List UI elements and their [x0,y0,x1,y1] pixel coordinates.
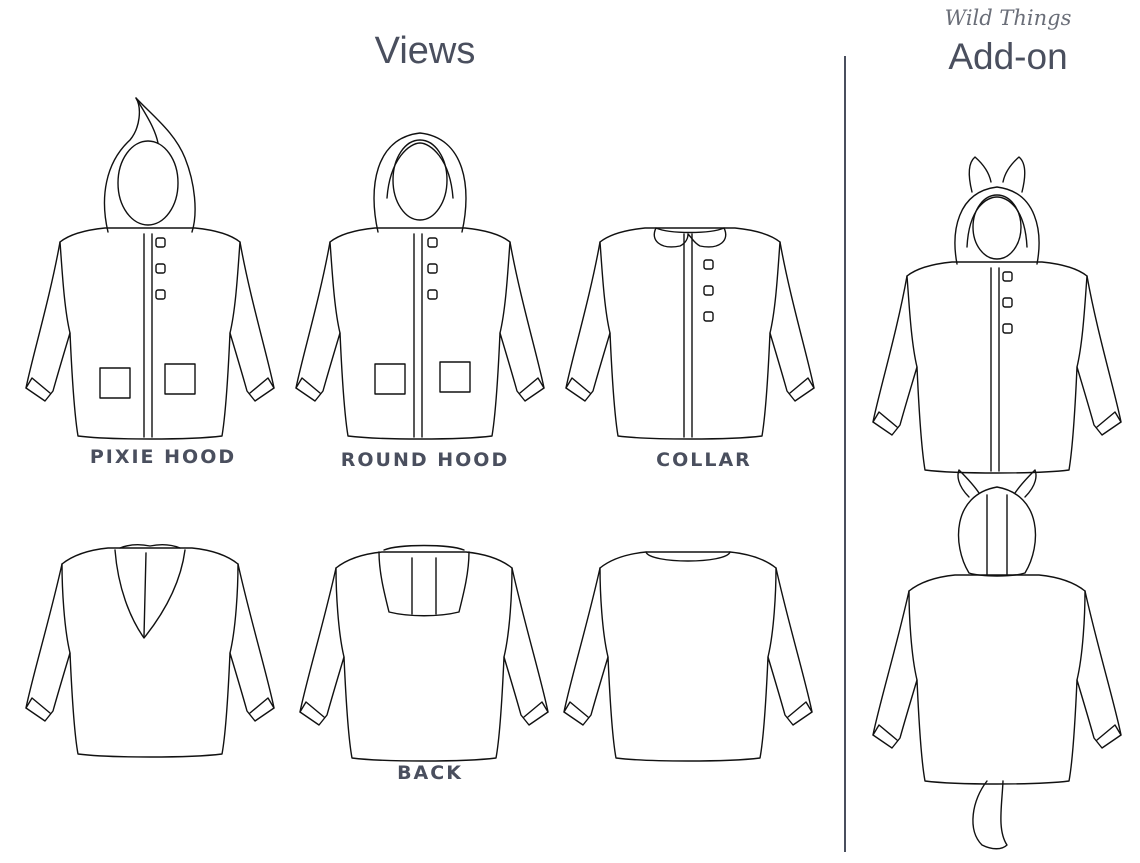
round-hood-front-drawing [295,132,545,440]
label-pixie-hood: PIXIE HOOD [89,446,237,468]
round-hood-back-drawing [299,544,549,762]
section-divider [844,56,846,852]
collar-back-drawing [563,551,813,762]
label-back: BACK [397,762,463,784]
pixie-hood-front-drawing [25,97,275,440]
label-collar: COLLAR [656,449,752,471]
views-title: Views [374,30,476,72]
pixie-hood-back-drawing [25,543,275,758]
label-round-hood: ROUND HOOD [340,449,510,471]
addon-title: Add-on [948,36,1068,77]
collar-front-drawing [565,227,815,440]
addon-front-drawing [872,156,1122,474]
addon-subtitle: Wild Things [944,6,1072,30]
addon-back-drawing [872,469,1122,850]
